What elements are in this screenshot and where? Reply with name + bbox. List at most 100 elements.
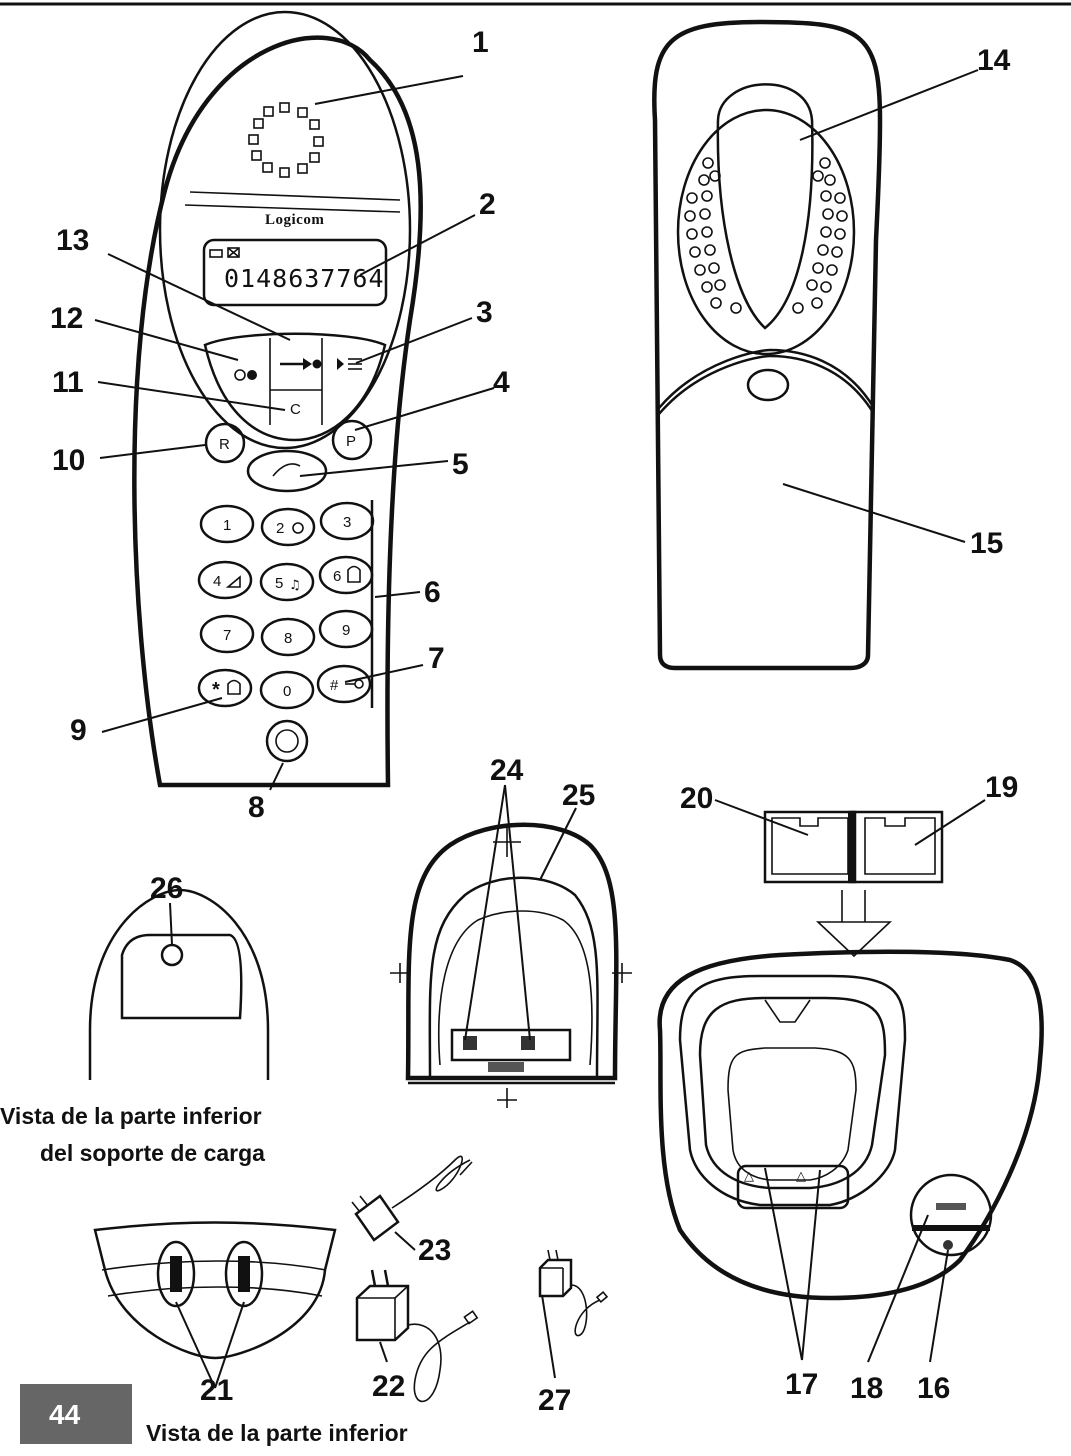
battery-cover-top — [658, 348, 876, 409]
callout-20: 20 — [680, 782, 713, 815]
leader-16 — [929, 1249, 949, 1363]
cradle-well-outer — [678, 974, 907, 1207]
callout-14: 14 — [977, 44, 1011, 77]
leader-17a — [764, 1167, 803, 1361]
key-8[interactable] — [260, 617, 316, 657]
leader-2 — [359, 214, 476, 276]
callout-26: 26 — [150, 872, 183, 905]
panel-line-top — [189, 191, 401, 201]
page-button[interactable] — [909, 1173, 993, 1257]
leader-9 — [101, 697, 223, 733]
key-hash-label: # — [330, 677, 339, 694]
base-charge-well — [736, 1164, 850, 1210]
earpiece-holes — [248, 102, 324, 178]
leader-21a — [175, 1301, 216, 1389]
leader-10 — [99, 444, 206, 459]
key-p[interactable] — [331, 419, 373, 461]
handset-face-oval — [158, 10, 412, 450]
key-3-label: 3 — [343, 514, 351, 531]
battery-cover-latch[interactable] — [746, 368, 790, 402]
socket-19 — [848, 810, 944, 884]
speaker-holes — [684, 157, 848, 314]
back-outline — [652, 19, 883, 671]
key-hash[interactable] — [316, 664, 372, 704]
key-r[interactable] — [204, 422, 246, 464]
key-star[interactable] — [197, 668, 253, 708]
lcd-screen — [202, 238, 388, 307]
charger-cradle — [390, 822, 632, 1108]
callout-8: 8 — [248, 791, 265, 824]
charger-bottom-plate — [120, 933, 243, 1020]
microphone — [265, 719, 309, 763]
callout-18: 18 — [850, 1372, 883, 1405]
leader-18 — [867, 1214, 929, 1363]
leader-27 — [541, 1294, 556, 1379]
key-0-label: 0 — [283, 683, 291, 700]
leader-19 — [914, 799, 986, 846]
caption-charger-2: del soporte de carga — [40, 1140, 265, 1166]
base-bottom-view — [93, 1221, 337, 1360]
key-6[interactable] — [318, 555, 374, 595]
cradle-well-middle — [698, 996, 887, 1190]
caption-charger-1: Vista de la parte inferior — [0, 1103, 262, 1129]
callout-21: 21 — [200, 1374, 233, 1407]
caption-base-1: Vista de la parte inferior — [146, 1420, 408, 1446]
page-button-label — [936, 1203, 966, 1210]
key-9-label: 9 — [342, 622, 350, 639]
callout-3: 3 — [476, 296, 493, 329]
leader-8 — [269, 762, 284, 791]
callout-13: 13 — [56, 224, 89, 257]
bell-icon-6 — [347, 565, 361, 583]
leader-5 — [299, 460, 449, 477]
key-6-label: 6 — [333, 568, 341, 585]
battery-slot-left — [156, 1240, 196, 1308]
callout-7: 7 — [428, 642, 445, 675]
callout-11: 11 — [52, 366, 84, 399]
leader-11 — [97, 381, 286, 411]
base-outline — [657, 949, 1044, 1301]
panel-line-bottom — [184, 204, 401, 213]
speaker-grille — [676, 108, 856, 356]
handset-back — [652, 19, 883, 671]
key-p-label: P — [346, 433, 356, 450]
callout-2: 2 — [479, 188, 496, 221]
key-7[interactable] — [199, 614, 255, 654]
adapter-23-body — [354, 1194, 400, 1242]
music-note-icon: ♫ — [289, 578, 301, 593]
lcd-number: 0148637764 — [224, 264, 385, 293]
key-0[interactable] — [259, 670, 315, 710]
key-1[interactable] — [199, 504, 255, 544]
callout-9: 9 — [70, 714, 87, 747]
key-talk[interactable] — [246, 449, 328, 493]
charger-inner-outline — [428, 876, 599, 1079]
adapter-22 — [355, 1269, 479, 1403]
redial-icon-dot — [247, 370, 257, 380]
key-c-label: C — [290, 401, 301, 418]
charger-outline — [405, 822, 619, 1081]
redial-icon — [234, 369, 246, 381]
callout-numbers: 1 2 3 4 5 6 7 8 9 10 11 12 13 14 15 16 1… — [50, 26, 1018, 1417]
key-5[interactable] — [259, 562, 315, 602]
base-station: △ △ — [657, 810, 1044, 1301]
battery-slot-right — [224, 1240, 264, 1308]
adapter-27 — [538, 1249, 609, 1337]
leader-23 — [394, 1231, 416, 1251]
callout-15: 15 — [970, 527, 1003, 560]
key-2[interactable] — [260, 507, 316, 547]
leader-3 — [355, 317, 473, 364]
callout-24: 24 — [490, 754, 524, 787]
leader-lines — [94, 69, 986, 1389]
callout-23: 23 — [418, 1234, 451, 1267]
screw-hole — [160, 943, 184, 967]
nav-cluster — [203, 332, 387, 442]
key-1-label: 1 — [223, 517, 231, 534]
leader-6 — [374, 591, 421, 598]
leader-26 — [169, 902, 173, 946]
leader-4 — [354, 387, 495, 431]
callout-27: 27 — [538, 1384, 571, 1417]
key-7-label: 7 — [223, 627, 231, 644]
base-bottom-outline — [93, 1221, 337, 1360]
leader-24b — [504, 784, 531, 1041]
key-4[interactable] — [197, 560, 253, 600]
